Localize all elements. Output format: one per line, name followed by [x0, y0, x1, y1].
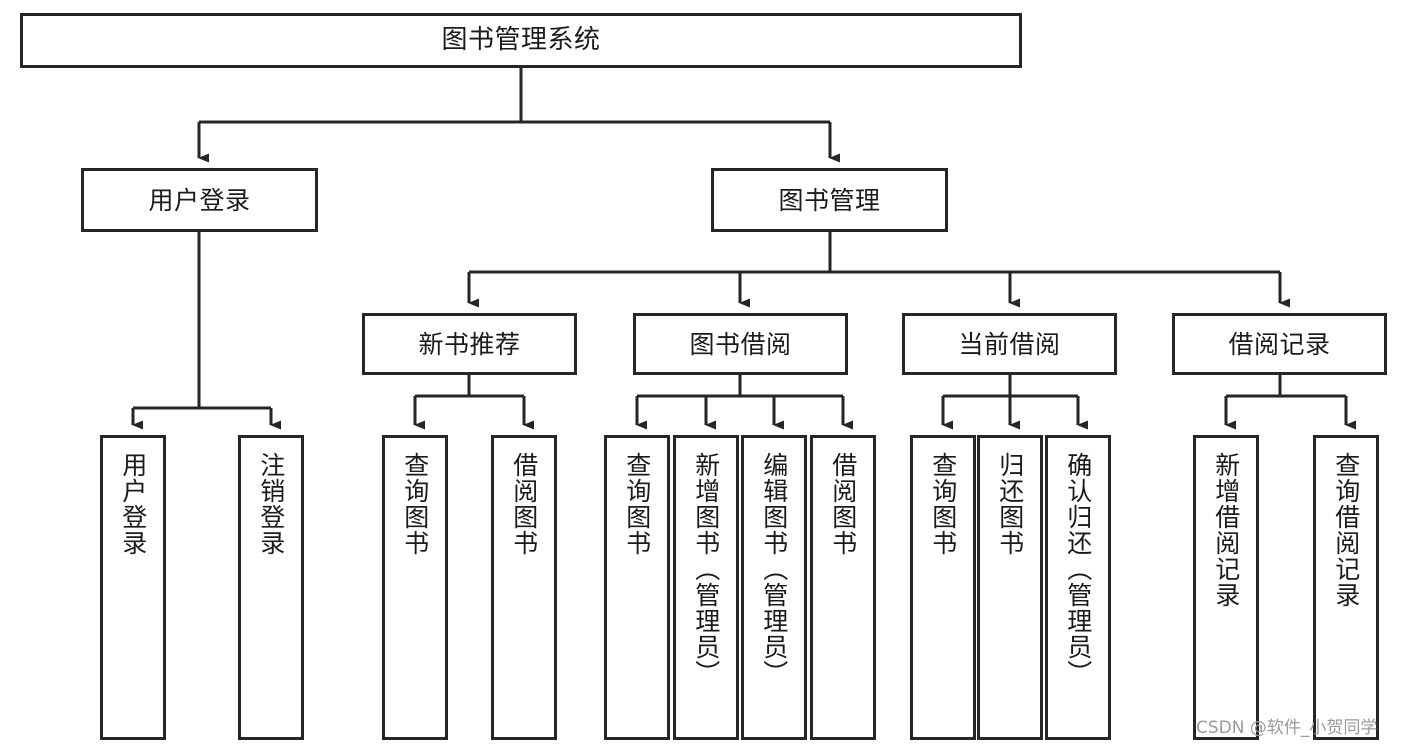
node-label: 用户登录	[148, 185, 251, 215]
node-label: 查询图书	[928, 452, 958, 556]
leaf-borrow-query-book[interactable]: 查询图书	[604, 435, 670, 740]
node-label: 编辑图书（管理员）	[759, 452, 789, 686]
node-label: 新增借阅记录	[1211, 452, 1241, 608]
leaf-borrow-edit-book-admin[interactable]: 编辑图书（管理员）	[741, 435, 807, 740]
leaf-new-book-query[interactable]: 查询图书	[382, 435, 448, 740]
node-user-login[interactable]: 用户登录	[81, 168, 318, 232]
node-label: 图书借阅	[689, 329, 792, 359]
leaf-record-query-record[interactable]: 查询借阅记录	[1313, 435, 1379, 740]
node-label: 用户登录	[118, 452, 148, 556]
node-new-book-recommend[interactable]: 新书推荐	[362, 313, 577, 375]
leaf-new-book-borrow[interactable]: 借阅图书	[491, 435, 557, 740]
node-label: 新书推荐	[418, 329, 521, 359]
node-book-management[interactable]: 图书管理	[711, 168, 948, 232]
leaf-borrow-borrow-book[interactable]: 借阅图书	[810, 435, 876, 740]
node-borrow-record[interactable]: 借阅记录	[1172, 313, 1387, 375]
node-book-borrow[interactable]: 图书借阅	[633, 313, 848, 375]
leaf-user-login-logout[interactable]: 注销登录	[238, 435, 304, 740]
node-label: 注销登录	[256, 452, 286, 556]
node-label: 归还图书	[995, 452, 1025, 556]
node-label: 查询图书	[622, 452, 652, 556]
node-label: 查询图书	[400, 452, 430, 556]
node-label: 图书管理系统	[441, 25, 601, 56]
node-label: 确认归还（管理员）	[1063, 452, 1093, 686]
node-label: 借阅图书	[828, 452, 858, 556]
leaf-user-login-login[interactable]: 用户登录	[100, 435, 166, 740]
node-current-borrow[interactable]: 当前借阅	[902, 313, 1117, 375]
leaf-borrow-add-book-admin[interactable]: 新增图书（管理员）	[673, 435, 739, 740]
node-label: 借阅记录	[1228, 329, 1331, 359]
node-root-book-management-system[interactable]: 图书管理系统	[20, 13, 1022, 68]
node-label: 借阅图书	[509, 452, 539, 556]
node-label: 查询借阅记录	[1331, 452, 1361, 608]
csdn-watermark: CSDN @软件_小贺同学	[1196, 718, 1378, 738]
node-label: 图书管理	[778, 185, 881, 215]
node-label: 当前借阅	[958, 329, 1061, 359]
leaf-current-confirm-return-admin[interactable]: 确认归还（管理员）	[1045, 435, 1111, 740]
leaf-current-query-book[interactable]: 查询图书	[910, 435, 976, 740]
leaf-current-return-book[interactable]: 归还图书	[977, 435, 1043, 740]
node-label: 新增图书（管理员）	[691, 452, 721, 686]
leaf-record-add-record[interactable]: 新增借阅记录	[1193, 435, 1259, 740]
